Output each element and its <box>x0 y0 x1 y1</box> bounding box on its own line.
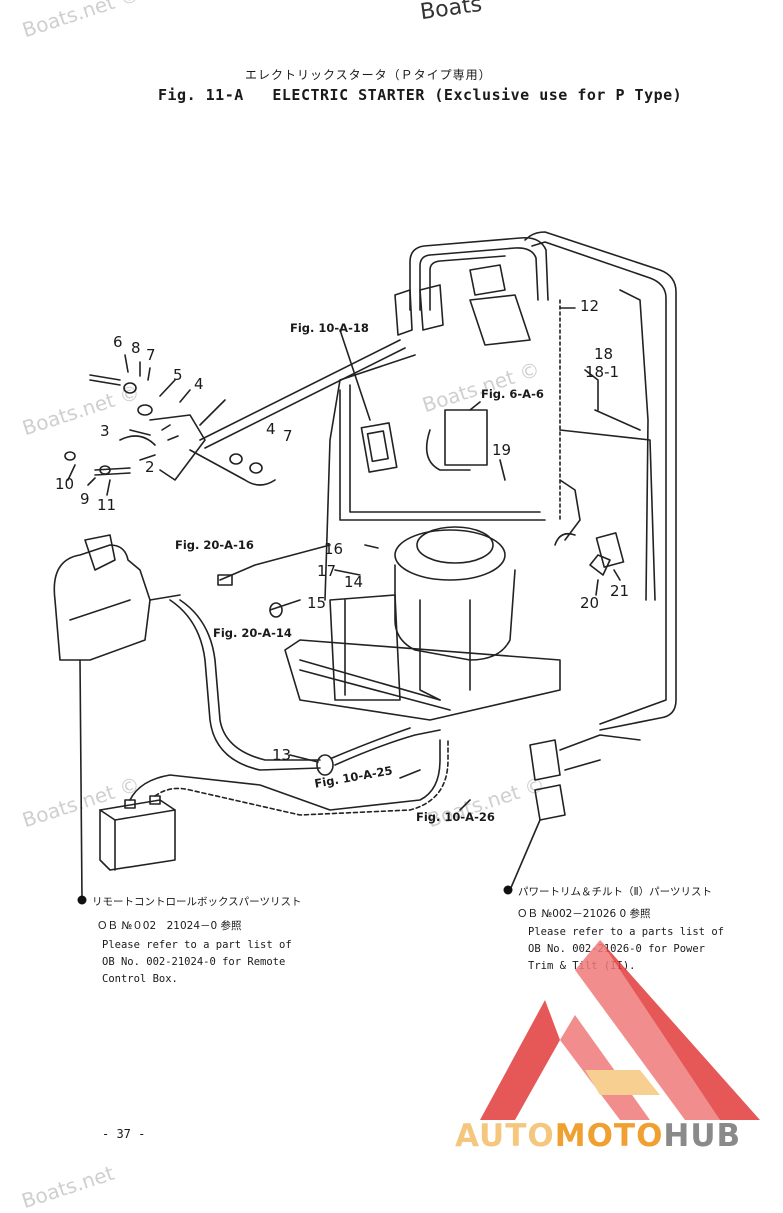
logo-text-moto: MOTO <box>554 1118 664 1154</box>
part-number: 3 <box>100 422 110 440</box>
part-number: 4 <box>266 420 276 438</box>
fig-ref: Fig. 10-A-18 <box>290 321 369 335</box>
note-left-en-line: Please refer to a part list of <box>102 939 292 951</box>
part-number: 16 <box>324 540 344 558</box>
part-number: 19 <box>492 441 512 459</box>
note-left-jp-ref: ＯＢ №０02 21024－0 参照 <box>97 920 242 932</box>
part-number: 17 <box>317 562 337 580</box>
note-left-jp: リモートコントロールボックスパーツリスト <box>92 896 302 908</box>
part-number: 4 <box>194 375 204 393</box>
part-number: 5 <box>173 366 183 384</box>
note-right-jp-ref: ＯＢ №002－21026 0 参照 <box>517 908 651 920</box>
part-number: 10 <box>55 475 75 493</box>
logo-wordmark: AUTOMOTOHUB <box>455 1118 741 1154</box>
part-number: 18 <box>594 345 614 363</box>
page-title: Fig. 11-A ELECTRIC STARTER (Exclusive us… <box>158 86 683 104</box>
part-number: 18-1 <box>585 363 620 381</box>
part-number: 2 <box>145 458 155 476</box>
part-number: 7 <box>146 346 156 364</box>
logo-text-hub: HUB <box>663 1118 742 1154</box>
logo-text-auto: AUTO <box>455 1118 555 1154</box>
title-japanese: エレクトリックスタータ（Ｐタイプ専用） <box>245 68 492 82</box>
fig-ref: Fig. 10-A-26 <box>416 810 495 824</box>
note-right-en-line: OB No. 002-21026-0 for Power <box>528 943 706 955</box>
note-right-en-line: Please refer to a parts list of <box>528 926 724 938</box>
part-number: 9 <box>80 490 90 508</box>
note-left-en-line: OB No. 002-21024-0 for Remote <box>102 956 286 968</box>
part-number: 14 <box>344 573 364 591</box>
part-number: 12 <box>580 297 600 315</box>
part-number: 20 <box>580 594 600 612</box>
fig-ref: Fig. 20-A-14 <box>213 626 292 640</box>
fig-ref: Fig. 20-A-16 <box>175 538 254 552</box>
note-right-jp: パワートリム＆チルト（Ⅱ）パーツリスト <box>518 886 712 898</box>
part-number: 7 <box>283 427 293 445</box>
part-number: 13 <box>272 746 292 764</box>
part-number: 15 <box>307 594 327 612</box>
page-number: - 37 - <box>102 1127 146 1141</box>
part-number: 6 <box>113 333 123 351</box>
part-number: 8 <box>131 339 141 357</box>
part-number: 21 <box>610 582 630 600</box>
note-left-en-line: Control Box. <box>102 973 178 985</box>
fig-ref: Fig. 6-A-6 <box>481 387 544 401</box>
part-number: 11 <box>97 496 117 514</box>
